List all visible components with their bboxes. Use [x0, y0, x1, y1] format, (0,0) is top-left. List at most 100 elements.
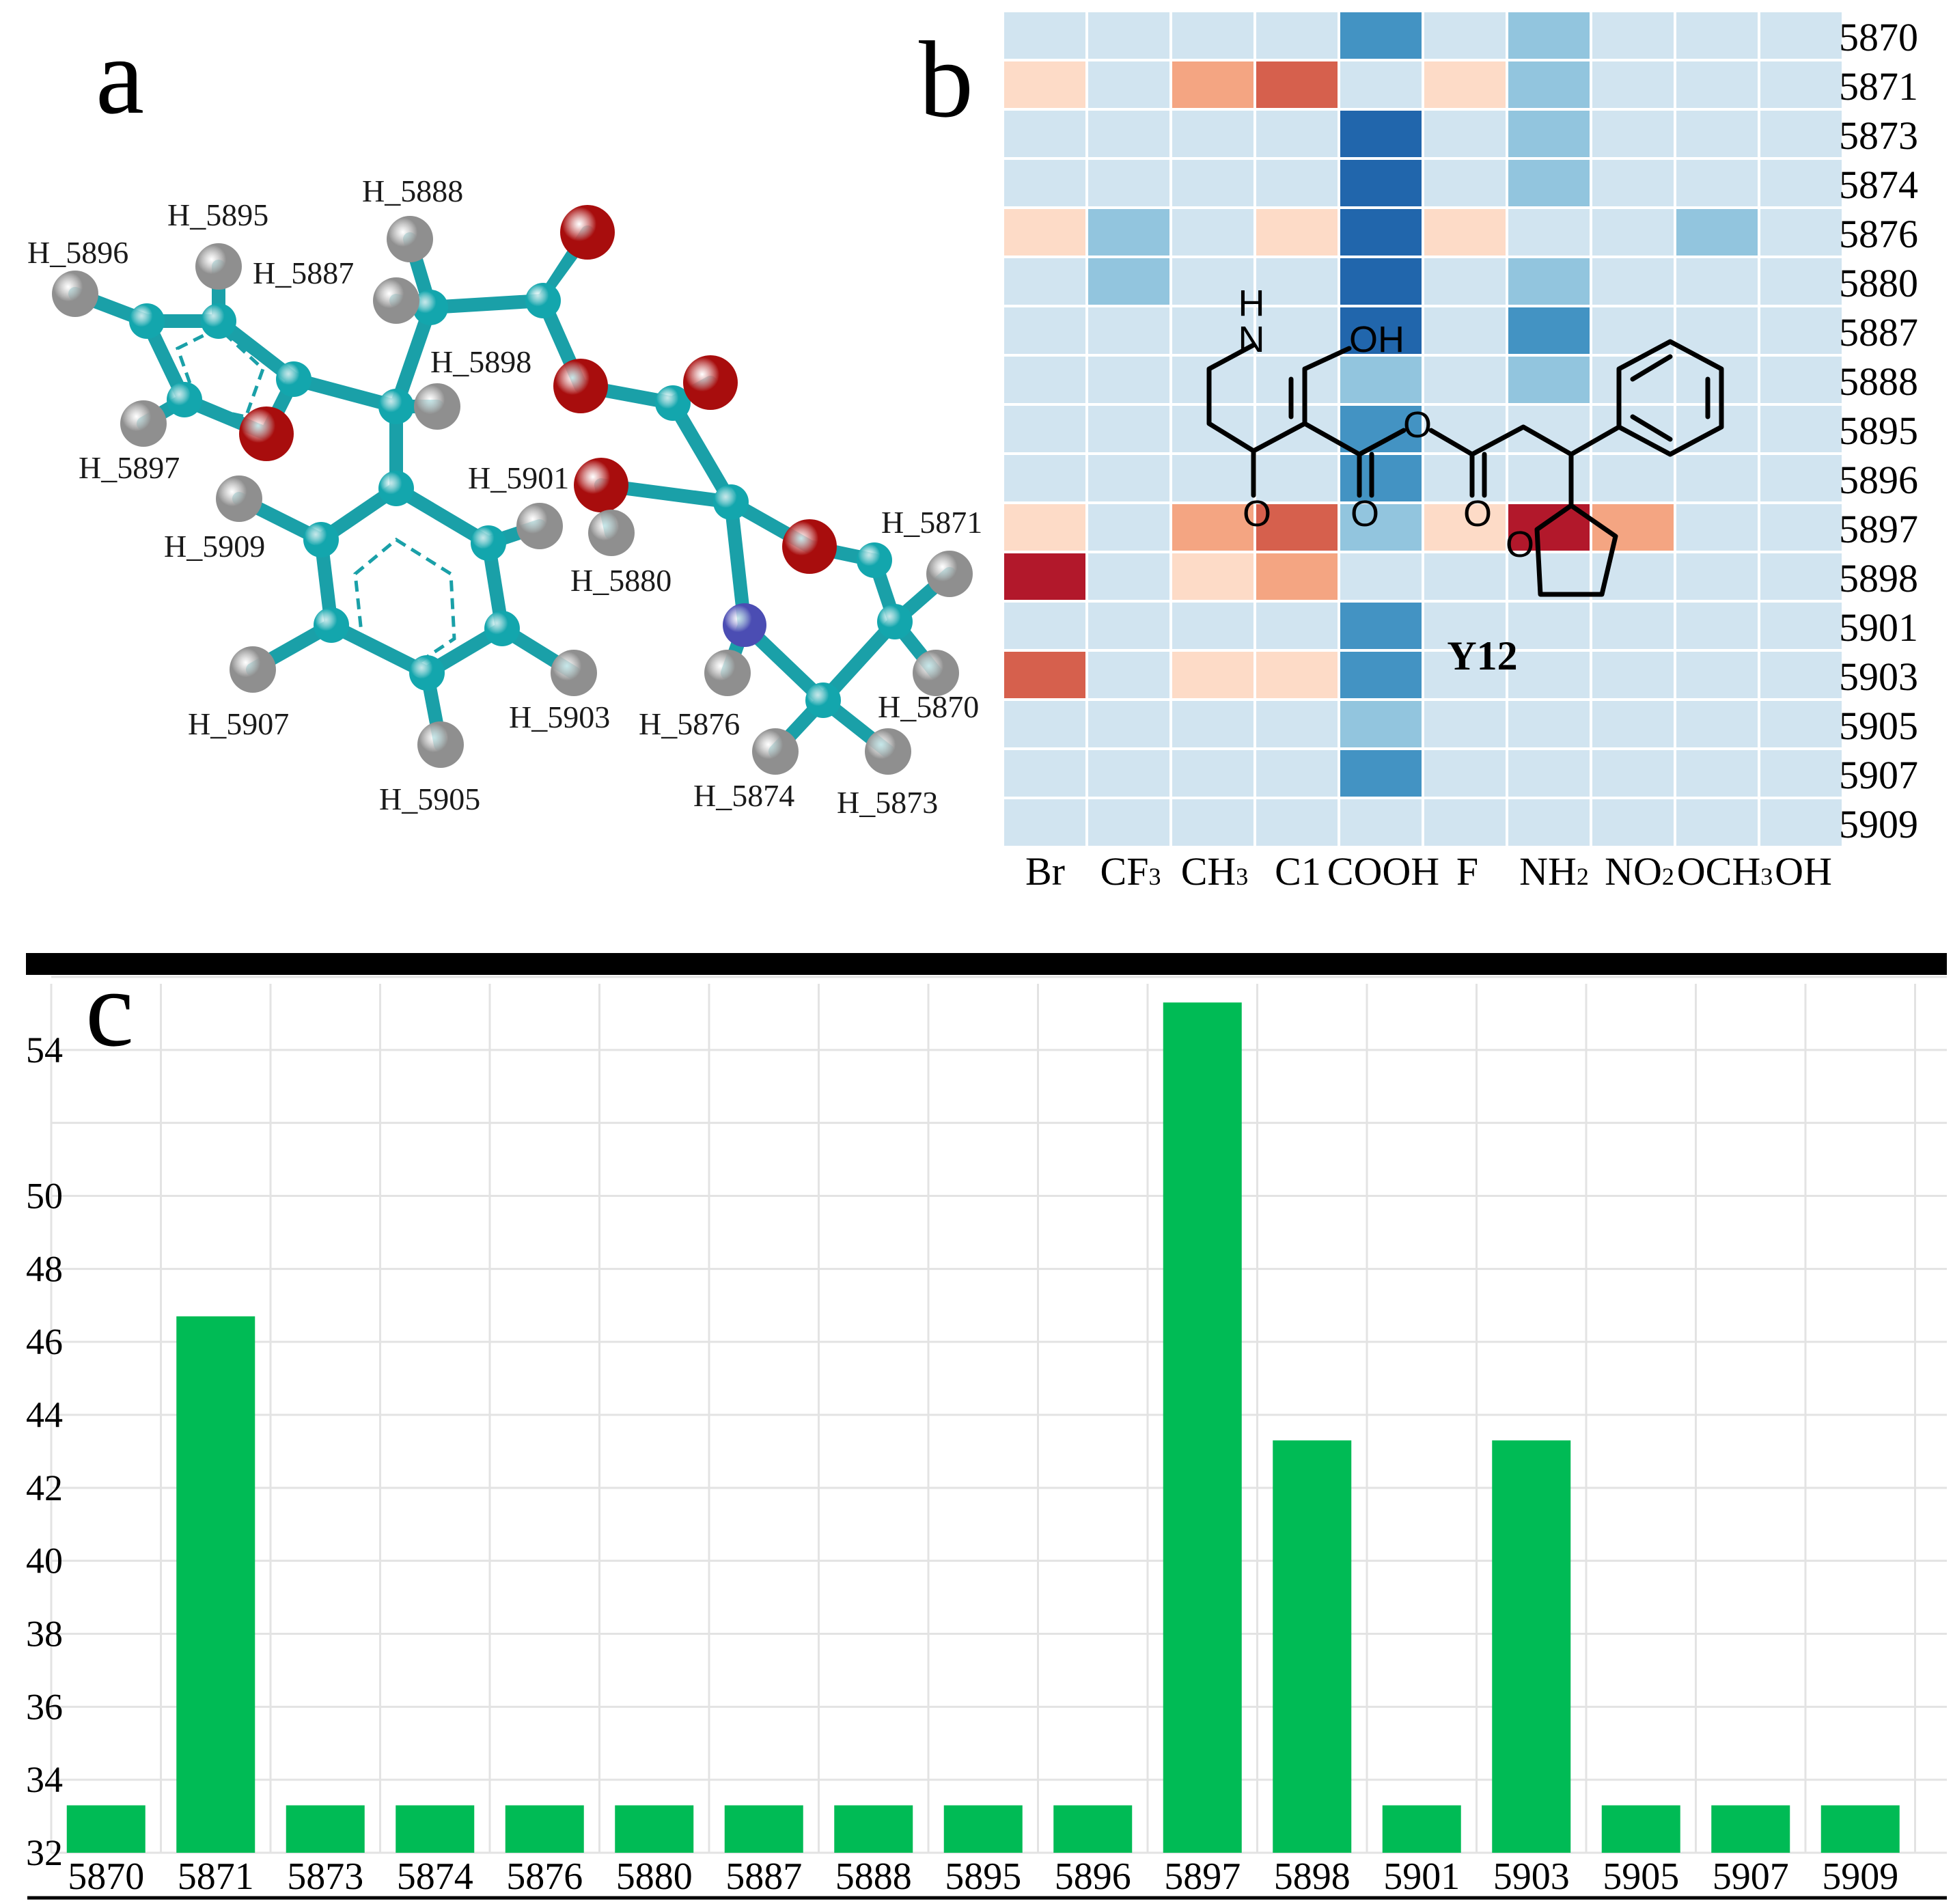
- bar: [505, 1805, 584, 1853]
- heatmap-cell: [1004, 209, 1085, 256]
- heatmap-cell: [1088, 799, 1169, 846]
- heatmap-cell: [1088, 209, 1169, 256]
- heatmap-column-label: C1: [1275, 849, 1321, 894]
- heatmap-row-label: 5888: [1839, 359, 1918, 404]
- bar: [1163, 1002, 1242, 1853]
- carbon-atom: [201, 303, 236, 339]
- x-tick-label: 5896: [1055, 1855, 1131, 1898]
- bar: [1273, 1440, 1352, 1853]
- heatmap-cell: [1760, 799, 1842, 846]
- heatmap-cell: [1424, 209, 1506, 256]
- x-tick-label: 5901: [1383, 1855, 1460, 1898]
- heatmap-cell: [1004, 603, 1085, 649]
- heatmap-row-label: 5896: [1839, 458, 1918, 502]
- heatmap-cell: [1256, 111, 1338, 157]
- y-tick-label: 40: [26, 1541, 63, 1582]
- heatmap-cell: [1424, 111, 1506, 157]
- hydrogen-atom: [120, 400, 167, 447]
- hydrogen-atom: [230, 646, 276, 693]
- heatmap-cell: [1760, 504, 1842, 551]
- heatmap-cell: [1088, 111, 1169, 157]
- heatmap-cell: [1340, 209, 1422, 256]
- heatmap-cell: [1088, 160, 1169, 206]
- carbon-atom: [167, 382, 202, 417]
- atom-label: H_5901: [468, 460, 569, 495]
- heatmap-cell: [1340, 258, 1422, 305]
- molecule-bond: [666, 396, 738, 509]
- atom-label: H_5897: [79, 450, 180, 485]
- y-tick-label: 54: [26, 1030, 63, 1071]
- heatmap-row-label: 5909: [1839, 802, 1918, 846]
- nh-hydrogen-label: H: [1238, 283, 1265, 324]
- heatmap-cell: [1256, 553, 1338, 600]
- heatmap-cell: [1172, 652, 1253, 698]
- heatmap-cell: [1088, 61, 1169, 108]
- hydrogen-atom: [926, 551, 973, 597]
- bar-chart-bars: [66, 1002, 1900, 1853]
- heatmap-cell: [1508, 455, 1590, 501]
- heatmap-cell: [1676, 652, 1758, 698]
- heatmap-cell: [1760, 603, 1842, 649]
- heatmap-cell: [1340, 553, 1422, 600]
- heatmap-column-label: OCH3: [1677, 849, 1773, 894]
- panel-divider: [26, 953, 1947, 975]
- oh-bond: [1302, 346, 1352, 372]
- panel-letter-c: c: [85, 948, 134, 1069]
- heatmap-cell: [1256, 603, 1338, 649]
- heatmap-column-label: NO2: [1605, 849, 1674, 894]
- x-tick-label: 5895: [945, 1855, 1021, 1898]
- phenyl-inner-bonds: [1630, 354, 1710, 442]
- heatmap-cell: [1676, 357, 1758, 403]
- atom-label: H_5909: [164, 529, 265, 564]
- y-tick-label: 48: [26, 1248, 63, 1289]
- heatmap-cell: [1004, 307, 1085, 354]
- heatmap-cell: [1676, 258, 1758, 305]
- x-tick-label: 5888: [835, 1855, 912, 1898]
- heatmap-row-label: 5876: [1839, 212, 1918, 256]
- piperidine-ring-bonds: [1206, 342, 1307, 454]
- heatmap-cell: [1424, 799, 1506, 846]
- atom-label: H_5876: [639, 706, 740, 741]
- heatmap-cell: [1004, 553, 1085, 600]
- bar: [1820, 1805, 1900, 1853]
- carbon-atom: [525, 283, 561, 318]
- heatmap-cell: [1424, 160, 1506, 206]
- heatmap-cell: [1256, 455, 1338, 501]
- hydrogen-atom: [373, 277, 419, 324]
- atom-label: H_5880: [570, 563, 671, 598]
- molecule-bond: [389, 482, 495, 550]
- heatmap-cell: [1004, 111, 1085, 157]
- heatmap-cell: [1256, 750, 1338, 797]
- x-tick-label: 5873: [287, 1855, 363, 1898]
- heatmap-row-label: 5897: [1839, 507, 1918, 551]
- heatmap-cell: [1172, 357, 1253, 403]
- panel-letter-b: b: [919, 18, 973, 140]
- heatmap-column-label: OH: [1775, 849, 1832, 894]
- heatmap-row-label: 5871: [1839, 64, 1918, 109]
- heatmap-cell: [1172, 553, 1253, 600]
- heatmap-cell: [1424, 750, 1506, 797]
- heatmap-cell: [1256, 357, 1338, 403]
- heatmap-cell: [1760, 111, 1842, 157]
- heatmap-cell: [1760, 209, 1842, 256]
- heatmap-cell: [1424, 701, 1506, 747]
- panel-b-heatmap: b 58705871587358745876588058875888589558…: [919, 12, 1918, 894]
- heatmap-cell: [1676, 61, 1758, 108]
- hydrogen-atom: [216, 475, 262, 522]
- y-tick-label: 42: [26, 1467, 63, 1508]
- heatmap-cell: [1424, 603, 1506, 649]
- heatmap-cell: [1508, 209, 1590, 256]
- hydroxyl-label: OH: [1349, 319, 1404, 360]
- heatmap-cell: [1256, 160, 1338, 206]
- heatmap-cell: [1760, 750, 1842, 797]
- heatmap-cell: [1760, 357, 1842, 403]
- hydrogen-atom: [414, 383, 460, 430]
- heatmap-cell: [1340, 504, 1422, 551]
- heatmap-cell: [1340, 799, 1422, 846]
- heatmap-column-label: F: [1456, 849, 1478, 894]
- heatmap-cell: [1256, 799, 1338, 846]
- heatmap-cell: [1340, 357, 1422, 403]
- keto-oxygen-3-label: O: [1463, 493, 1492, 534]
- heatmap-cell: [1592, 12, 1674, 59]
